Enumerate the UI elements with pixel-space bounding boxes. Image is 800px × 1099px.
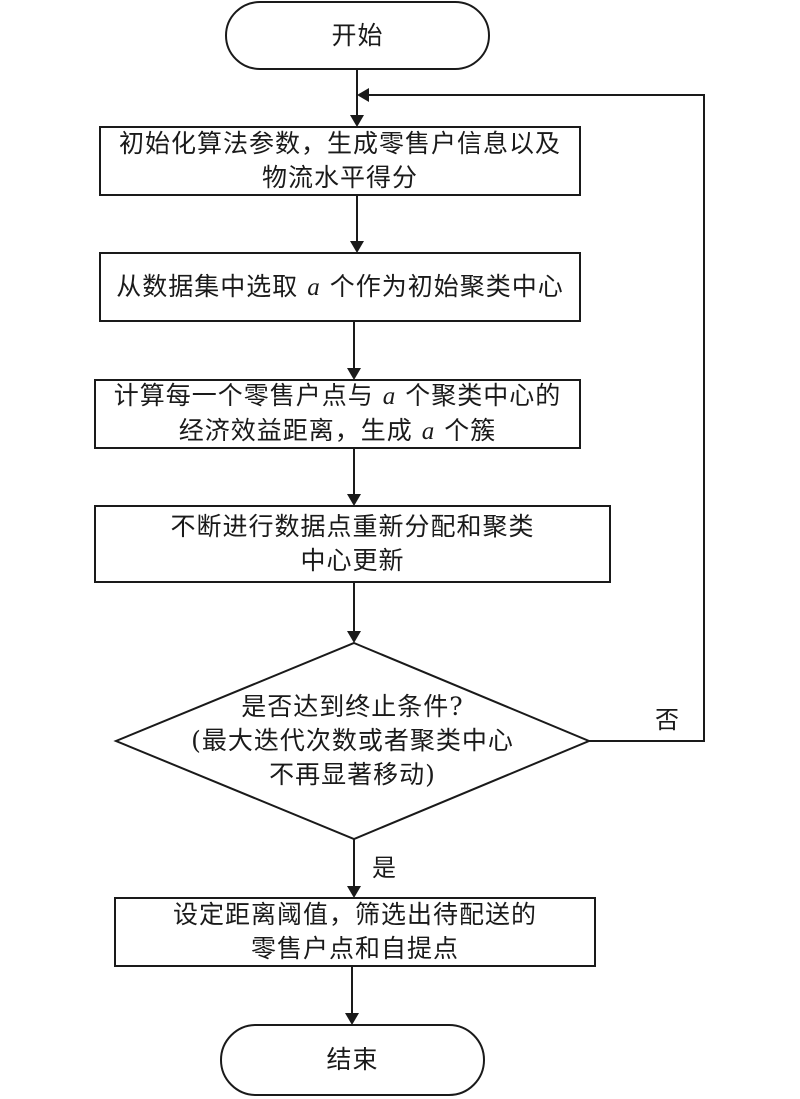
reassign-text-line-1: 不断进行数据点重新分配和聚类	[170, 512, 535, 541]
init-text: 初始化算法参数，生成零售户信息以及 物流水平得分	[100, 127, 580, 195]
threshold-text-line-1: 设定距离阈值，筛选出待配送的	[172, 900, 537, 929]
start-label: 开始	[331, 20, 384, 50]
compute-distance-text: 计算每一个零售户点与 a 个聚类中心的 经济效益距离，生成 a 个簇	[95, 380, 580, 448]
reassign-process-box	[94, 505, 611, 583]
threshold-text-line-2: 零售户点和自提点	[250, 934, 459, 963]
variable-a: a	[421, 418, 436, 445]
end-label-container: 结束	[221, 1025, 484, 1095]
end-terminal	[220, 1024, 485, 1096]
variable-a: a	[382, 383, 397, 410]
reassign-text-line-2: 中心更新	[300, 546, 405, 575]
edge-label-yes: 是	[372, 854, 396, 882]
select-centers-text: 从数据集中选取 a 个作为初始聚类中心	[100, 253, 580, 321]
variable-a: a	[307, 273, 321, 301]
decision-text: 是否达到终止条件? (最大迭代次数或者聚类中心 不再显著移动)	[116, 690, 589, 792]
init-process-box	[99, 126, 581, 196]
select-centers-process-box	[99, 252, 581, 322]
compute-distance-process-box	[94, 379, 581, 449]
reassign-text: 不断进行数据点重新分配和聚类 中心更新	[95, 506, 610, 582]
edge-label-no: 否	[655, 706, 679, 734]
threshold-process-box	[114, 897, 596, 967]
init-text-line-1: 初始化算法参数，生成零售户信息以及	[118, 129, 561, 158]
select-centers-text-line-1: 从数据集中选取 a 个作为初始聚类中心	[116, 271, 564, 301]
edge-decision-no-loop-back	[357, 88, 705, 742]
threshold-text: 设定距离阈值，筛选出待配送的 零售户点和自提点	[115, 898, 595, 966]
init-text-line-2: 物流水平得分	[261, 163, 418, 192]
decision-text-line-2: (最大迭代次数或者聚类中心	[191, 726, 514, 755]
decision-text-line-3: 不再显著移动)	[269, 760, 436, 789]
end-label: 结束	[326, 1045, 379, 1074]
compute-distance-text-line-1: 计算每一个零售户点与 a 个聚类中心的	[113, 381, 562, 410]
compute-distance-text-line-2: 经济效益距离，生成 a 个簇	[178, 416, 497, 445]
decision-text-line-1: 是否达到终止条件?	[241, 692, 464, 721]
start-label-container: 开始	[226, 2, 489, 69]
